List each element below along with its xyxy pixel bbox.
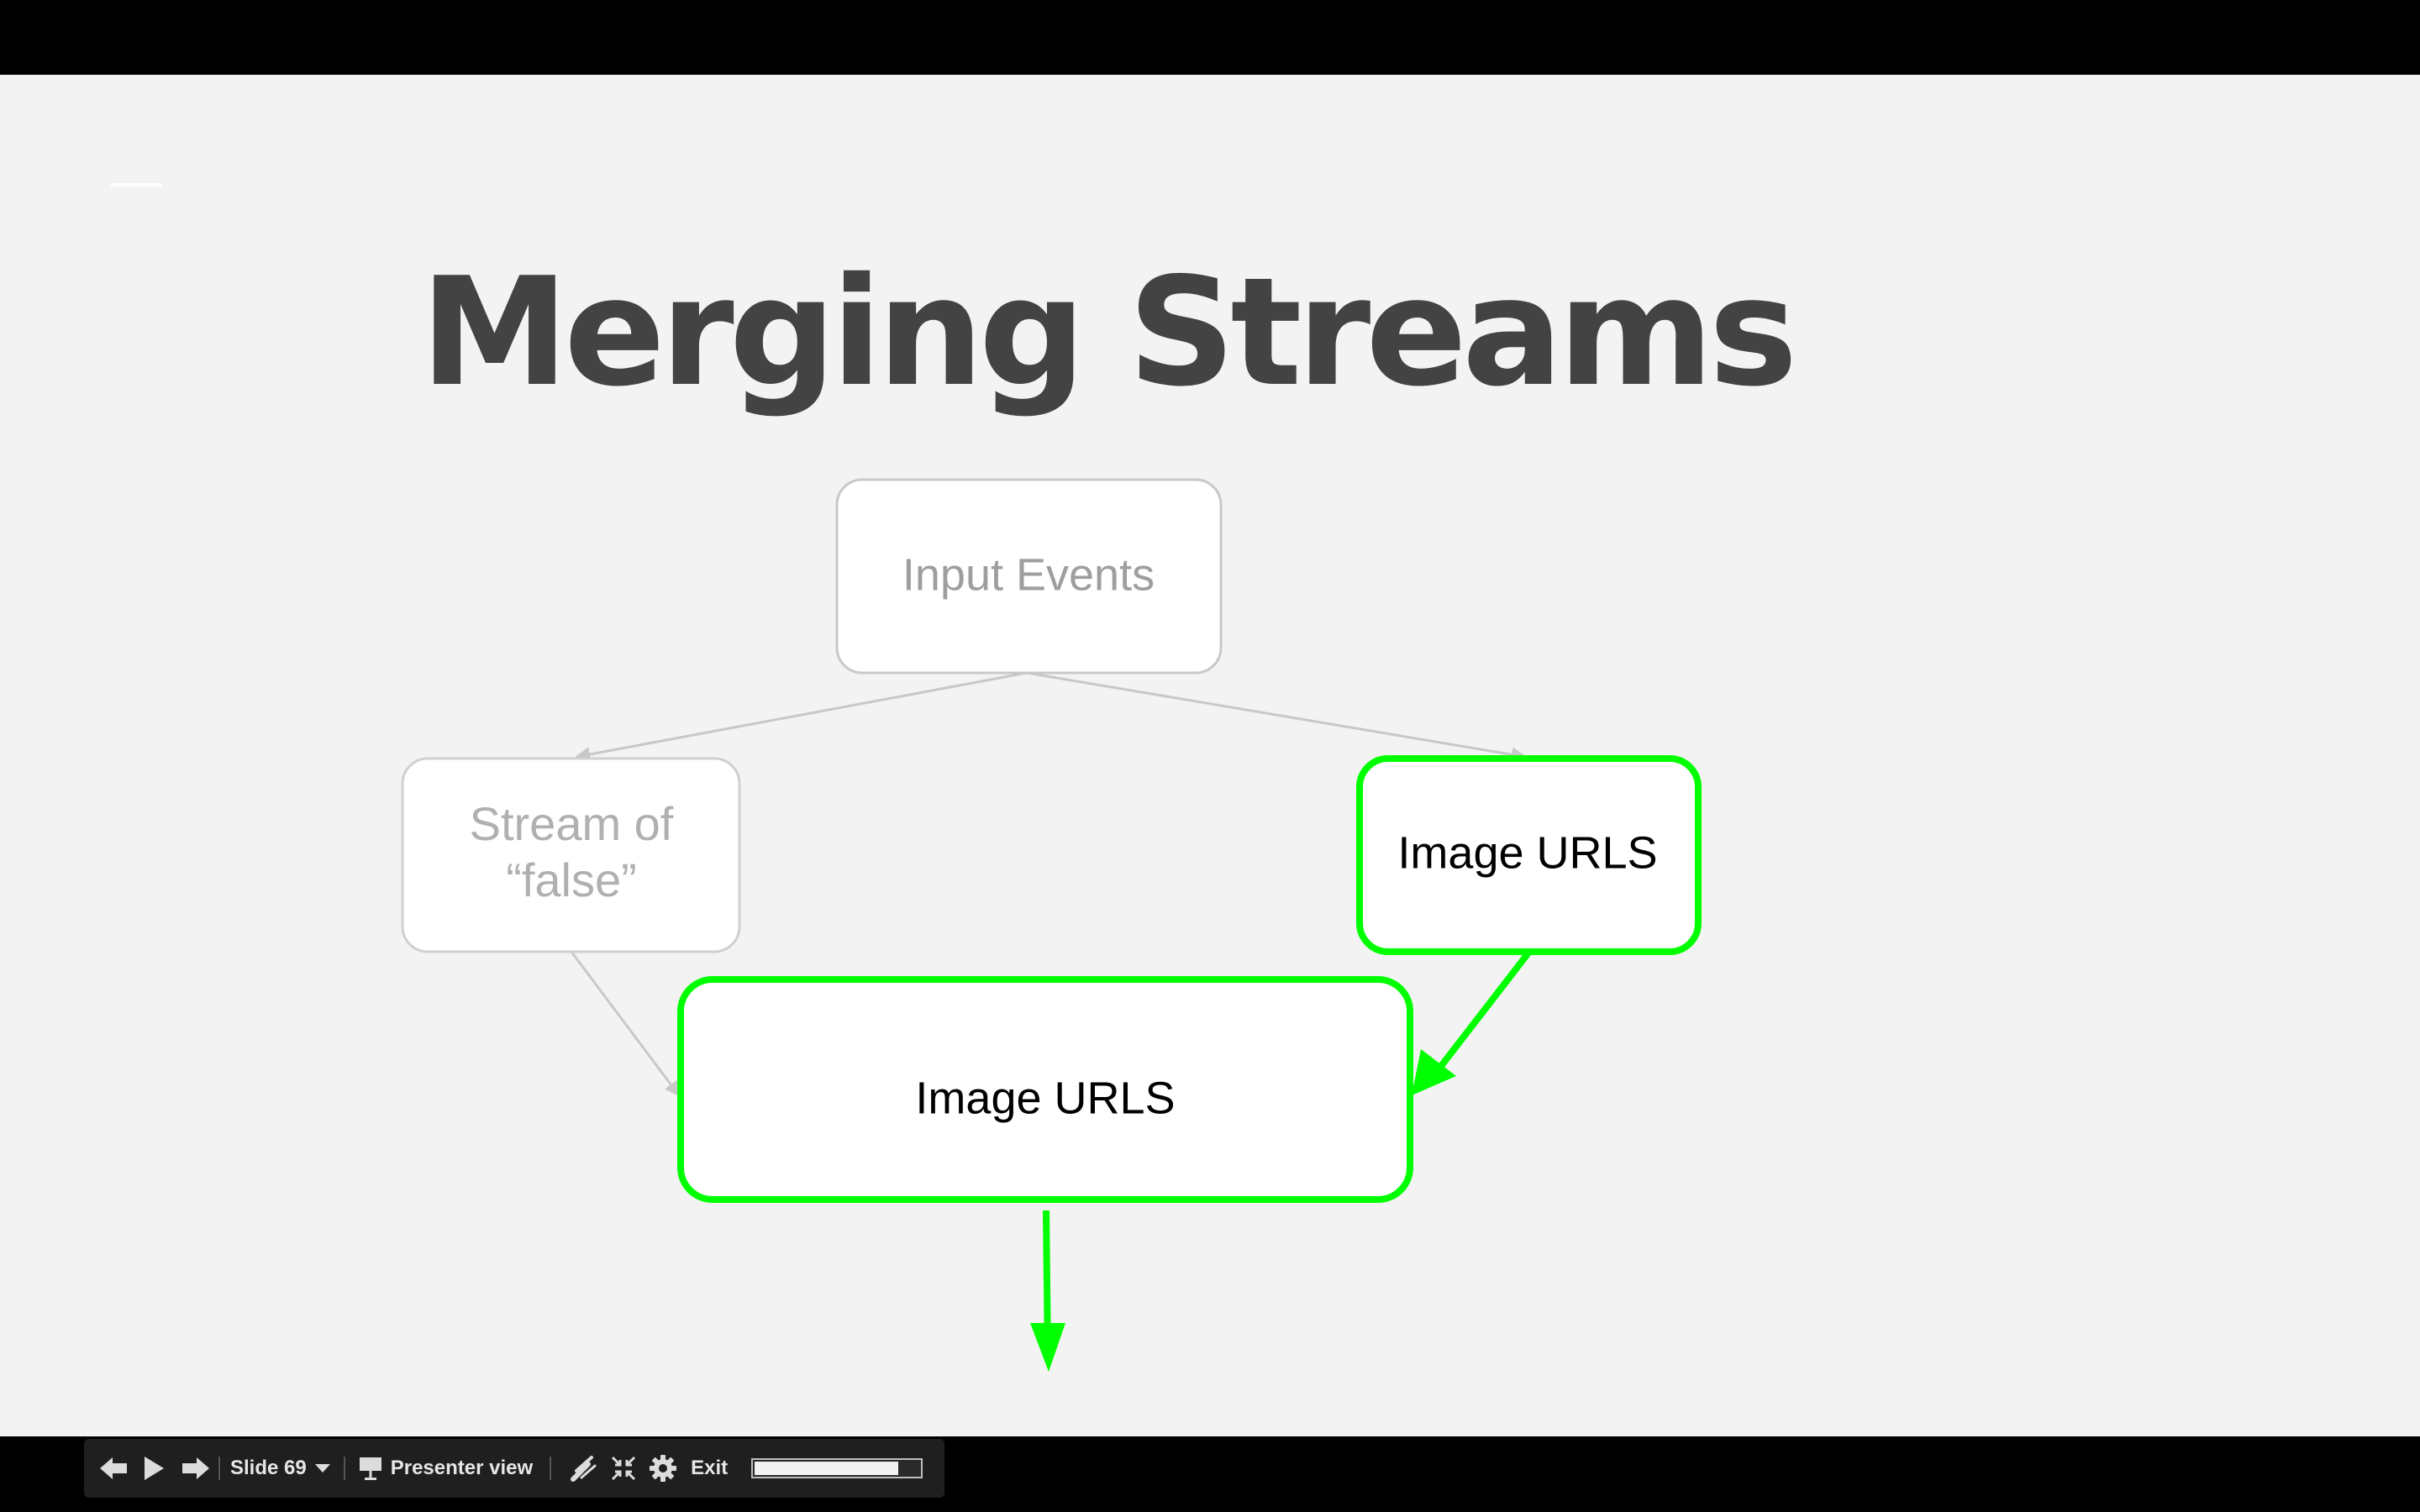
exit-button[interactable]: Exit (682, 1447, 736, 1489)
node-input-events-label: Input Events (902, 549, 1155, 600)
slide-progress-bar (751, 1458, 923, 1478)
previous-slide-button[interactable] (96, 1447, 133, 1489)
caret-down-icon (314, 1464, 330, 1473)
slide-select-dropdown[interactable]: Slide 69 (227, 1447, 334, 1489)
edge-urls-to-merged-arrowhead (1412, 1049, 1456, 1095)
exit-fullscreen-button[interactable] (603, 1447, 644, 1489)
edge-input-to-false (575, 671, 1028, 762)
presenter-view-button[interactable]: Presenter view (355, 1447, 536, 1489)
node-input-events: Input Events (835, 478, 1223, 675)
slide-accent-dash (111, 183, 161, 186)
exit-label: Exit (691, 1457, 729, 1479)
node-stream-false-label-line1: Stream of (470, 797, 674, 850)
slide-number-label: Slide 69 (230, 1457, 307, 1479)
toolbar-divider (218, 1457, 220, 1480)
play-icon (145, 1457, 164, 1480)
node-stream-false: Stream of “false” (401, 757, 741, 953)
edge-false-to-merged (570, 951, 681, 1097)
arrow-right-icon (182, 1457, 209, 1479)
edge-merged-output-arrowhead (1030, 1323, 1065, 1372)
edge-input-to-urls (1026, 671, 1527, 763)
toolbar-divider (343, 1457, 345, 1480)
laser-pointer-button[interactable] (565, 1447, 603, 1489)
node-image-urls-source: Image URLS (1356, 755, 1702, 955)
slide-canvas: Merging Streams Input Events (0, 75, 2420, 1436)
edge-urls-to-merged (1435, 949, 1533, 1072)
arrow-left-icon (100, 1457, 127, 1479)
stream-diagram: Input Events Stream of “false” Image URL… (401, 478, 1702, 1372)
settings-button[interactable] (644, 1447, 682, 1489)
presentation-screen-icon (359, 1457, 381, 1480)
laser-pointer-icon (571, 1456, 597, 1482)
slide-title: Merging Streams (420, 245, 1798, 419)
node-image-urls-merged-label: Image URLS (915, 1073, 1175, 1123)
node-image-urls-merged: Image URLS (677, 976, 1413, 1203)
presenter-view-label: Presenter view (390, 1457, 534, 1479)
exit-fullscreen-icon (612, 1456, 636, 1481)
slide-progress-fill (755, 1462, 899, 1475)
toolbar-divider (550, 1457, 552, 1480)
presentation-toolbar: Slide 69 Presenter view (84, 1439, 944, 1498)
play-button[interactable] (133, 1447, 175, 1489)
next-slide-button[interactable] (175, 1447, 215, 1489)
node-stream-false-label-line2: “false” (506, 853, 637, 906)
node-image-urls-source-label: Image URLS (1397, 827, 1657, 878)
gear-icon (650, 1455, 677, 1482)
